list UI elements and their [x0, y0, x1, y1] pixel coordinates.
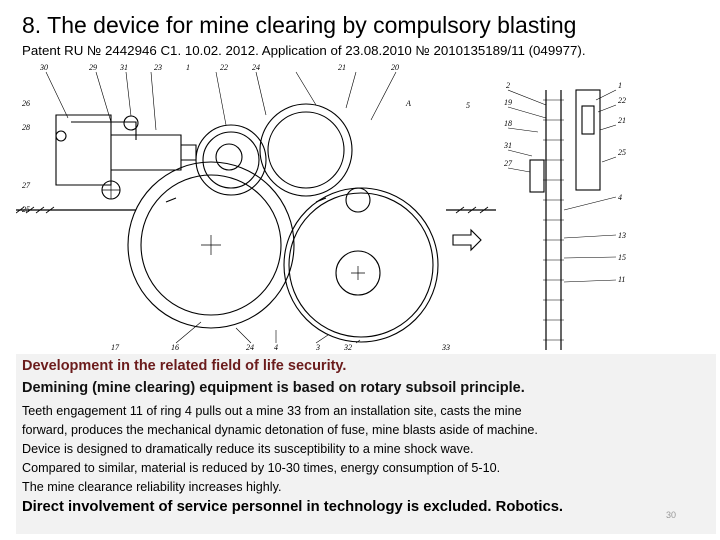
robotics-statement: Direct involvement of service personnel …: [22, 499, 564, 515]
figure-label: 19: [504, 98, 512, 107]
figure-label: 30: [39, 63, 48, 72]
figure-label: 2: [506, 81, 510, 90]
figure-label: 15: [618, 253, 626, 262]
description-line: The mine clearance reliability increases…: [22, 480, 282, 494]
principle-statement: Demining (mine clearing) equipment is ba…: [22, 380, 525, 396]
figure-label: 17: [111, 343, 120, 352]
figure-label: 31: [119, 63, 128, 72]
patent-drawing: 30 29 31 23 1 22 24 21 20 26 28 27 25 A …: [16, 63, 626, 352]
description-line: Device is designed to dramatically reduc…: [22, 442, 474, 456]
figure-label: 24: [252, 63, 260, 72]
figure-label: 18: [504, 119, 512, 128]
figure-label: 1: [618, 81, 622, 90]
figure-label: 31: [503, 141, 512, 150]
description-line: forward, produces the mechanical dynamic…: [22, 423, 538, 437]
description-panel: Development in the related field of life…: [16, 354, 716, 534]
figure-label: 29: [89, 63, 97, 72]
figure-label: 20: [391, 63, 399, 72]
patent-reference: Patent RU № 2442946 C1. 10.02. 2012. App…: [22, 43, 586, 58]
figure-label: 23: [154, 63, 162, 72]
figure-label: 4: [618, 193, 622, 202]
description-line: Teeth engagement 11 of ring 4 pulls out …: [22, 404, 522, 418]
figure-label: 27: [504, 159, 513, 168]
figure-label: 21: [618, 116, 626, 125]
figure-label: 25: [22, 205, 30, 214]
figure-label: 13: [618, 231, 626, 240]
figure-label: 11: [618, 275, 625, 284]
figure-label: A: [405, 99, 411, 108]
figure-label-group: 30 29 31 23 1 22 24 21 20 26 28 27 25 A …: [22, 63, 626, 352]
slide-title: 8. The device for mine clearing by compu…: [22, 12, 577, 38]
figure-label: 32: [343, 343, 352, 352]
description-line: Compared to similar, material is reduced…: [22, 461, 501, 475]
page-number: 30: [666, 510, 677, 520]
figure-label: 28: [22, 123, 30, 132]
figure-label: 27: [22, 181, 31, 190]
figure-label: 22: [618, 96, 626, 105]
figure-label: 3: [315, 343, 320, 352]
figure-label: 16: [171, 343, 179, 352]
figure-label: 26: [22, 99, 30, 108]
figure-label: 5: [466, 101, 470, 110]
figure-label: 22: [220, 63, 228, 72]
figure-label: 33: [441, 343, 450, 352]
related-field-heading: Development in the related field of life…: [22, 358, 347, 374]
figure-label: 25: [618, 148, 626, 157]
figure-label: 1: [186, 63, 190, 72]
figure-label: 21: [338, 63, 346, 72]
figure-label: 4: [274, 343, 278, 352]
figure-label: 24: [246, 343, 254, 352]
